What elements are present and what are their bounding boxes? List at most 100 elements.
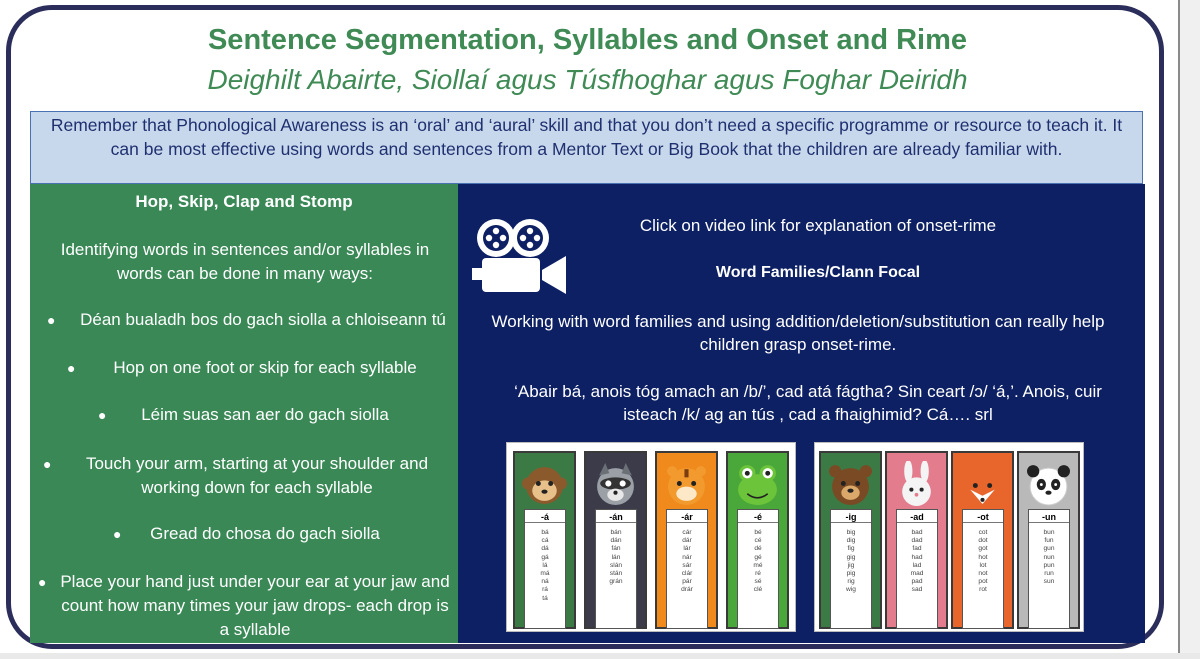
list-item-text: Touch your arm, starting at your shoulde…	[85, 454, 429, 497]
card-rime: -é	[738, 512, 778, 523]
card-word: má	[540, 570, 550, 578]
card-word: ná	[541, 578, 549, 586]
card-word: drár	[681, 586, 693, 594]
card-word: had	[911, 553, 923, 561]
card-word: sun	[1043, 578, 1055, 586]
title-english: Sentence Segmentation, Syllables and Ons…	[207, 24, 968, 56]
card-rime: -án	[596, 512, 636, 523]
bullet-icon: ●	[67, 360, 76, 376]
card-word: pad	[911, 578, 923, 586]
card-word: fad	[912, 545, 922, 553]
card-word: dár	[682, 537, 692, 545]
list-item-text: Léim suas san aer do gach siolla	[141, 405, 389, 424]
panda-icon	[1027, 465, 1070, 506]
bear-icon	[829, 465, 872, 505]
card-rime: -ig	[831, 512, 871, 523]
word-families-text: Working with word families and using add…	[491, 312, 1105, 354]
card-word: stán	[609, 570, 623, 578]
card-rime: -un	[1029, 512, 1069, 523]
card-word: dad	[911, 537, 923, 545]
card-word: bá	[541, 529, 549, 536]
card-word: fun	[1044, 537, 1054, 545]
card-word: wig	[846, 586, 856, 594]
card-word: run	[1044, 570, 1054, 578]
card-word: gé	[754, 553, 762, 561]
bullet-icon: ●	[47, 312, 56, 328]
tiger-icon	[667, 466, 706, 505]
card-word: pun	[1043, 561, 1055, 569]
card-word: gig	[846, 553, 856, 561]
card-word: dá	[541, 545, 549, 553]
card-word: dé	[754, 545, 762, 553]
card-word: rig	[847, 578, 855, 586]
card-word: lár	[683, 545, 691, 553]
card-word: got	[978, 545, 988, 553]
card-word: grán	[609, 578, 623, 586]
card-word: dán	[610, 537, 622, 545]
card-word: fig	[847, 545, 855, 553]
left-panel: Hop, Skip, Clap and Stomp Identifying wo…	[30, 184, 458, 643]
fox-icon	[964, 467, 1001, 504]
card-rime: -á	[525, 512, 565, 523]
card-word: nun	[1043, 553, 1055, 561]
list-item: ● Gread do chosa do gach siolla	[40, 522, 450, 546]
card-word: pot	[978, 578, 988, 586]
card-word: rá	[542, 586, 548, 594]
card-rime: -ad	[897, 512, 937, 523]
bullet-icon: ●	[113, 526, 122, 542]
monkey-icon	[522, 467, 567, 504]
card-word: tá	[542, 594, 548, 602]
card-word: pár	[682, 578, 692, 586]
list-item-text: Place your hand just under your ear at y…	[60, 572, 450, 639]
card-word: sé	[754, 578, 762, 586]
card-word: sár	[682, 561, 692, 569]
card-word: bad	[911, 529, 923, 536]
list-item-text: Hop on one foot or skip for each syllabl…	[113, 358, 417, 377]
card-word: clár	[681, 570, 693, 578]
card-word: pig	[846, 570, 856, 578]
card-word: mad	[910, 570, 924, 578]
example-text: ‘Abair bá, anois tóg amach an /b/’, cad …	[514, 382, 1102, 424]
card-word: lad	[912, 561, 922, 569]
card-word: big	[846, 529, 856, 536]
card-word: fán	[611, 545, 621, 553]
list-item: ● Touch your arm, starting at your shoul…	[40, 452, 450, 500]
title-irish: Deighilt Abairte, Siollaí agus Túsfhogha…	[207, 64, 968, 95]
list-item: ● Place your hand just under your ear at…	[38, 570, 450, 642]
card-word: cé	[754, 537, 762, 545]
card-word: lot	[979, 561, 987, 569]
card-word: sad	[911, 586, 923, 594]
card-word: cot	[978, 529, 988, 536]
video-camera-icon[interactable]	[472, 214, 572, 296]
card-word: cá	[541, 537, 549, 545]
card-word: gá	[541, 553, 549, 561]
card-word: bun	[1043, 529, 1055, 536]
card-word: jig	[847, 561, 855, 569]
bullet-icon: ●	[98, 407, 107, 423]
card-word: nár	[682, 553, 692, 561]
card-word: lán	[611, 553, 621, 561]
window-bottom-edge	[0, 653, 1200, 659]
video-link-text[interactable]: Click on video link for explanation of o…	[639, 216, 997, 235]
list-item-text: Déan bualadh bos do gach siolla a chlois…	[80, 310, 446, 329]
card-word: bé	[754, 529, 762, 536]
card-rime: -ot	[963, 512, 1003, 523]
